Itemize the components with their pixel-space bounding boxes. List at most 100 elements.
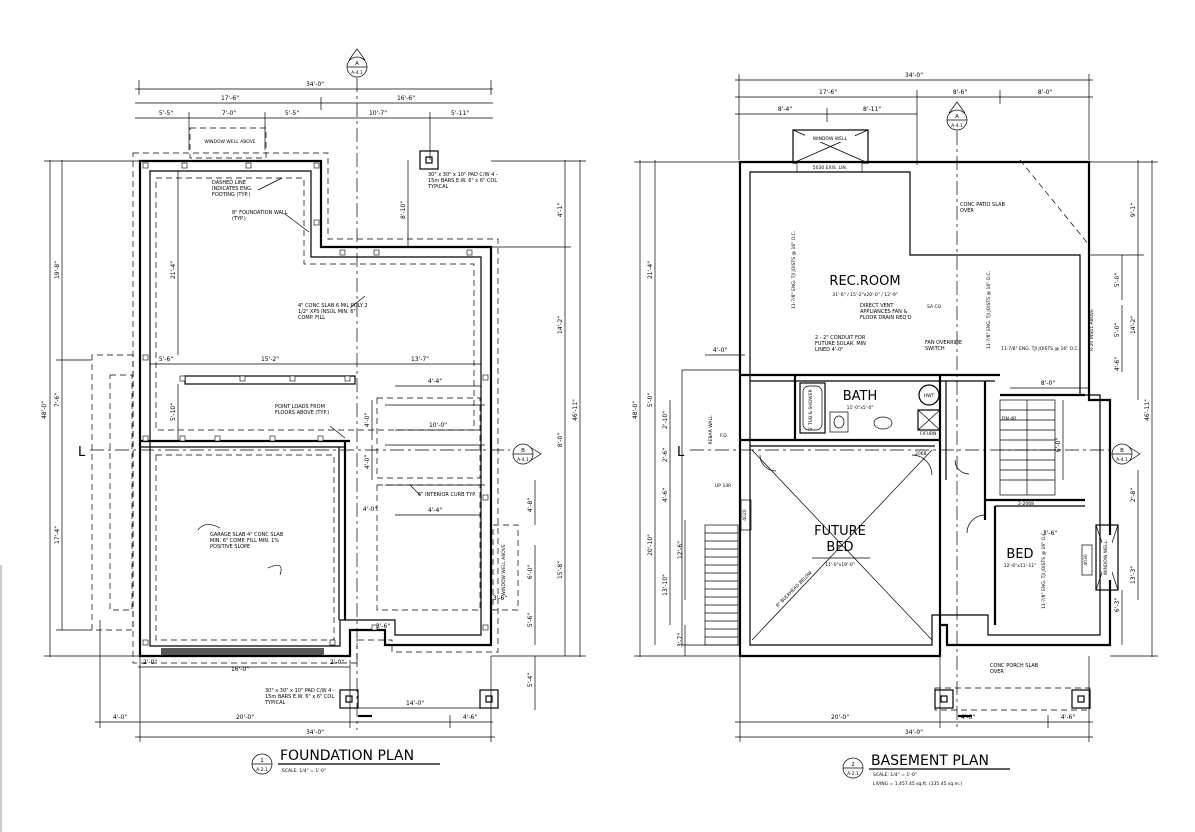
- svg-text:13'-7": 13'-7": [411, 356, 429, 363]
- svg-text:3'-6": 3'-6": [493, 595, 507, 602]
- svg-text:7'-0": 7'-0": [222, 110, 236, 117]
- svg-text:4'-4": 4'-4": [428, 378, 442, 385]
- svg-text:4020: 4020: [742, 509, 748, 521]
- svg-text:46'-11": 46'-11": [1144, 399, 1151, 421]
- point-loads-note: POINT LOADS FROM FLOORS ABOVE (TYP.): [275, 404, 330, 416]
- svg-text:A-4.1: A-4.1: [951, 123, 963, 129]
- svg-text:3'-6": 3'-6": [1043, 530, 1057, 537]
- svg-text:11-7/8" ENG. TJI JOISTS @ 16": 11-7/8" ENG. TJI JOISTS @ 16" O.C.: [986, 271, 992, 349]
- svg-text:4'-0": 4'-0": [713, 347, 727, 354]
- svg-text:4'-1": 4'-1": [557, 203, 564, 217]
- section-l-foundation: L: [78, 445, 86, 460]
- interior-curb-note: 6" INTERIOR CURB TYP.: [418, 492, 477, 498]
- svg-text:2'-0": 2'-0": [143, 659, 157, 666]
- svg-text:F/FURN: F/FURN: [920, 431, 936, 437]
- svg-text:A-2.1: A-2.1: [847, 771, 859, 777]
- garage-slab-note: GARAGE SLAB 4" CONC SLAB MIN. 6" COMP. F…: [210, 532, 284, 550]
- svg-text:F.D.: F.D.: [720, 433, 728, 439]
- svg-text:4'-6": 4'-6": [662, 488, 669, 502]
- svg-text:14'-0": 14'-0": [406, 700, 424, 707]
- foundation-wall-note: 8" FOUNDATION WALL (TYP.): [232, 210, 288, 222]
- stair-treads-right: [1000, 400, 1055, 495]
- window-well-note: WINDOW WELL ABOVE: [204, 139, 255, 145]
- svg-text:HWT: HWT: [924, 393, 935, 399]
- basement-title-block: 2 A-2.1 BASEMENT PLAN SCALE: 1/4" = 1'-0…: [842, 753, 1010, 787]
- svg-text:11-7/8" ENG. TJI JOISTS @ 16": 11-7/8" ENG. TJI JOISTS @ 16" O.C.: [791, 231, 797, 309]
- svg-text:20'-10": 20'-10": [647, 534, 654, 556]
- svg-text:DN 4R: DN 4R: [1002, 416, 1016, 422]
- basement-scale: SCALE: 1/4" = 1'-0": [873, 772, 917, 778]
- svg-text:A-4.1: A-4.1: [517, 457, 529, 463]
- room-name-bath: BATH: [843, 389, 878, 404]
- svg-text:B: B: [1120, 448, 1124, 454]
- svg-text:A: A: [955, 114, 959, 120]
- room-size-bed: 12'-6"x11'-11": [1004, 563, 1037, 569]
- room-size-future-bed: 11'-0"x19'-0": [825, 562, 855, 568]
- svg-text:5'-5": 5'-5": [159, 110, 173, 117]
- basement-right-dimensions: 46'-11" 9'-1" 14'-2" 5'-0" 5'-0" 4'-6" 8…: [1010, 160, 1158, 657]
- svg-text:5'-5": 5'-5": [285, 110, 299, 117]
- svg-text:21'-4": 21'-4": [170, 261, 177, 279]
- svg-text:A: A: [355, 61, 359, 67]
- foundation-walls: [132, 152, 499, 664]
- section-marker-top-basement: A A-4.1: [946, 101, 968, 131]
- svg-text:4'-6": 4'-6": [1114, 357, 1121, 371]
- svg-text:11-7/8" ENG. TJI JOISTS @ 16": 11-7/8" ENG. TJI JOISTS @ 16" O.C.: [1001, 346, 1079, 352]
- svg-text:19'-8": 19'-8": [54, 261, 61, 279]
- svg-text:14'-2": 14'-2": [557, 316, 564, 334]
- basement-top-dimensions: 34'-0" 17'-6" 8'-6" 8'-0" 8'-4" 8'-11": [735, 72, 1093, 165]
- svg-text:6'-0": 6'-0": [1055, 438, 1062, 452]
- room-size-rec-room: 31'-6" / 15'-2"x20'-0" / 12'-9": [832, 292, 898, 298]
- basement-walls: HWT WINDOW WELL 4030 4020: [681, 159, 1119, 718]
- svg-text:REBAR WALL: REBAR WALL: [708, 415, 714, 444]
- fan-override-note: FAN OVERRIDE SWITCH: [925, 340, 963, 352]
- svg-text:2'-10": 2'-10": [662, 411, 669, 429]
- svg-text:4030: 4030: [1083, 554, 1089, 566]
- svg-text:34'-0": 34'-0": [306, 81, 324, 88]
- svg-text:20'-0": 20'-0": [236, 714, 254, 721]
- svg-text:4'-6": 4'-6": [961, 714, 975, 721]
- svg-text:17'-6": 17'-6": [221, 95, 239, 102]
- conduit-note: 2 - 2" CONDUIT FOR FUTURE SOLAR. MIN LIN…: [815, 335, 866, 353]
- svg-text:4'-4": 4'-4": [428, 507, 442, 514]
- svg-text:20'-0": 20'-0": [831, 714, 849, 721]
- svg-text:SA CO: SA CO: [927, 304, 942, 310]
- svg-text:2'-8": 2'-8": [1130, 488, 1137, 502]
- room-size-bath: 11'-0"x5'-0": [847, 405, 874, 411]
- svg-text:A-2.1: A-2.1: [256, 767, 268, 773]
- svg-text:13'-10": 13'-10": [662, 574, 669, 596]
- svg-text:46'-11": 46'-11": [572, 399, 579, 421]
- svg-text:4'-8": 4'-8": [527, 498, 534, 512]
- foundation-top-dimensions: 34'-0" 17'-6" 16'-6" 5'-5" 7'-0" 5'-5" 1…: [135, 80, 493, 160]
- stair-treads-left: [705, 532, 738, 638]
- svg-text:14'-2": 14'-2": [1130, 316, 1137, 334]
- svg-text:8'-6": 8'-6": [953, 89, 967, 96]
- svg-text:3'-7": 3'-7": [677, 633, 684, 647]
- svg-text:5'-6": 5'-6": [159, 356, 173, 363]
- svg-text:8'-0": 8'-0": [1041, 380, 1055, 387]
- direct-vent-note: DIRECT VENT APPLIANCES FAN & FLOOR DRAIN…: [860, 303, 912, 321]
- section-marker-right-basement: B A-4.1: [1111, 443, 1141, 465]
- foundation-left-dimensions: 48'-0" 19'-8" 7'-6" 17'-4" 21'-4" 5'-10": [41, 160, 179, 657]
- svg-text:5'-6": 5'-6": [527, 613, 534, 627]
- section-marker-top-foundation: A A-4.1: [346, 48, 368, 78]
- basement-bottom-dimensions: 20'-0" 4'-6" 4'-6" 34'-0": [735, 656, 1093, 742]
- svg-text:5'-0": 5'-0": [647, 393, 654, 407]
- svg-text:4'-6": 4'-6": [1061, 714, 1075, 721]
- svg-text:17'-4": 17'-4": [54, 526, 61, 544]
- foundation-plan: A A-4.1 34'-0" 17'-6" 16'-6" 5'-5" 7'-0"…: [41, 48, 586, 775]
- svg-text:9'-1": 9'-1": [1130, 203, 1137, 217]
- svg-text:34'-0": 34'-0": [905, 729, 923, 736]
- svg-text:8'-4": 8'-4": [778, 106, 792, 113]
- svg-text:34'-0": 34'-0": [905, 72, 923, 79]
- svg-text:48'-0": 48'-0": [41, 401, 48, 419]
- conc-porch-note: CONC PORCH SLAB OVER: [990, 663, 1039, 675]
- foundation-scale: SCALE: 1/4" = 1'-0": [282, 768, 326, 774]
- basement-plan: A A-4.1 34'-0" 17'-6" 8'-6" 8'-0" 8'-4" …: [632, 72, 1158, 787]
- basement-plan-title: BASEMENT PLAN: [871, 753, 989, 769]
- svg-text:12'-6": 12'-6": [677, 541, 684, 559]
- foundation-inner-dimensions: 5'-6" 15'-2" 13'-7" 4'-4" 10'-0" 4'-4" 4…: [150, 356, 507, 630]
- svg-text:5'-11": 5'-11": [451, 110, 469, 117]
- window-well-top: WINDOW WELL 5030 EXIS. LIN.: [792, 129, 869, 173]
- svg-text:2068: 2068: [915, 451, 927, 457]
